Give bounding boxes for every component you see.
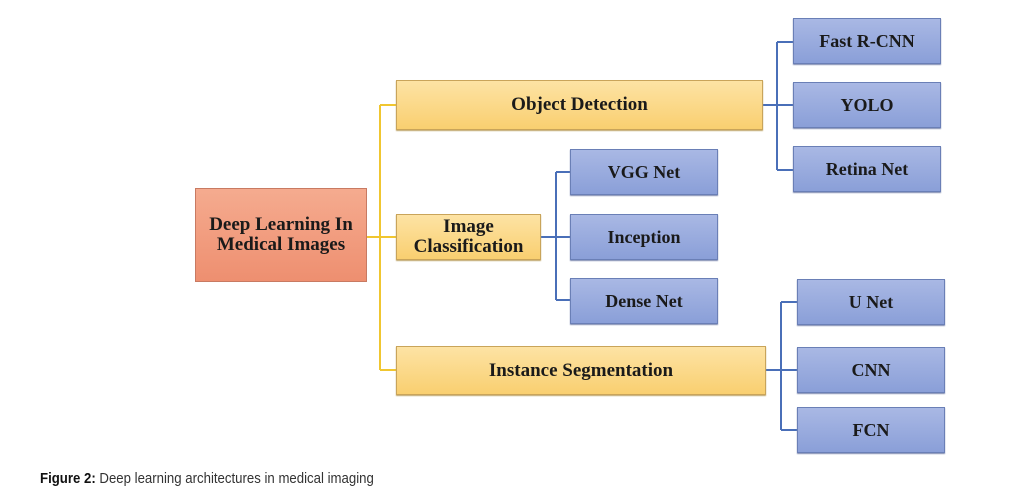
category-label-line1: Image (443, 216, 494, 238)
leaf-retina-net: Retina Net (793, 146, 941, 192)
leaf-label: Retina Net (825, 158, 909, 179)
leaf-yolo: YOLO (793, 82, 941, 128)
category-label: Instance Segmentation (488, 359, 674, 381)
caption-text: Deep learning architectures in medical i… (95, 470, 374, 487)
leaf-fast-r-cnn: Fast R-CNN (793, 18, 941, 64)
leaf-dense-net: Dense Net (570, 278, 718, 324)
leaf-label: Inception (607, 226, 681, 247)
leaf-label: VGG Net (607, 161, 681, 182)
category-object-detection: Object Detection (396, 80, 763, 130)
category-instance-segmentation: Instance Segmentation (396, 346, 766, 395)
leaf-label: CNN (851, 359, 891, 380)
category-label: Object Detection (511, 94, 648, 116)
leaf-cnn: CNN (797, 347, 945, 393)
category-image-classification: Image Classification (396, 214, 541, 260)
leaf-label: Fast R-CNN (819, 30, 915, 51)
caption-label: Figure 2: (40, 470, 96, 487)
leaf-vgg-net: VGG Net (570, 149, 718, 195)
leaf-inception: Inception (570, 214, 718, 260)
leaf-fcn: FCN (797, 407, 945, 453)
leaf-label: YOLO (840, 94, 894, 115)
leaf-label: FCN (852, 419, 890, 440)
root-label-line1: Deep Learning In (209, 214, 353, 236)
leaf-label: Dense Net (605, 290, 683, 311)
root-label-line2: Medical Images (216, 234, 346, 255)
figure-caption: Figure 2: Deep learning architectures in… (40, 470, 374, 487)
leaf-u-net: U Net (797, 279, 945, 325)
leaf-label: U Net (848, 291, 894, 312)
root-node: Deep Learning In Medical Images (195, 188, 367, 282)
category-label-line2: Classification (413, 236, 524, 257)
